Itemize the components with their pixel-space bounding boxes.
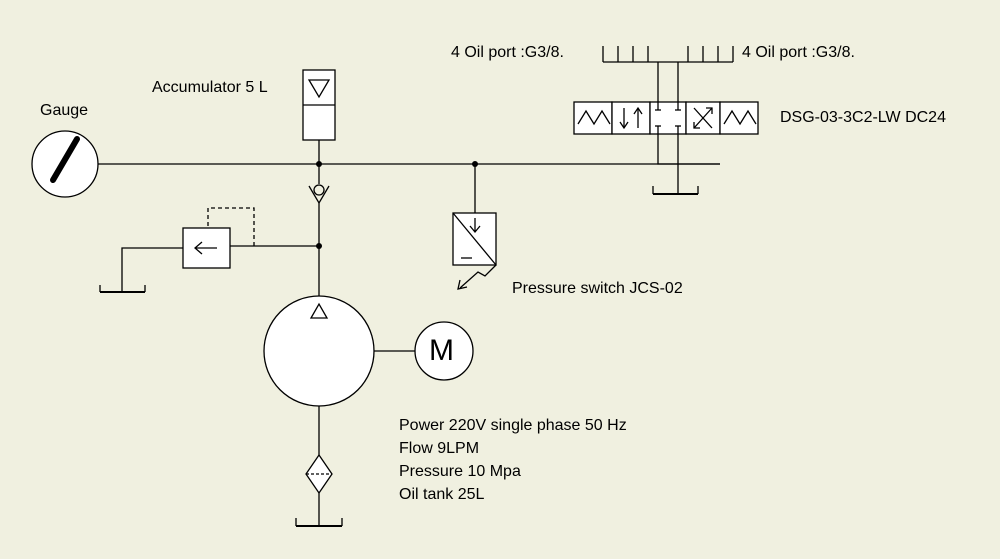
check-valve-symbol	[308, 164, 330, 296]
directional-valve-symbol	[573, 101, 759, 135]
relief-valve-symbol	[99, 207, 319, 293]
pressure-switch-symbol	[452, 164, 497, 290]
pump-symbol	[263, 295, 415, 407]
oil-port-right-label: 4 Oil port :G3/8.	[742, 44, 855, 61]
gauge-symbol	[31, 130, 720, 198]
spec-flow: Flow 9LPM	[399, 440, 480, 457]
spec-oil-tank: Oil tank 25L	[399, 486, 485, 503]
valve-label: DSG-03-3C2-LW DC24	[780, 109, 946, 126]
motor-label: M	[429, 334, 454, 367]
accumulator-symbol	[302, 69, 336, 164]
pressure-switch-label: Pressure switch JCS-02	[512, 280, 683, 297]
gauge-label: Gauge	[40, 102, 89, 119]
suction-filter-symbol	[295, 406, 343, 527]
accumulator-label: Accumulator 5 L	[152, 79, 268, 96]
spec-power: Power 220V single phase 50 Hz	[399, 417, 627, 434]
spec-pressure: Pressure 10 Mpa	[399, 463, 521, 480]
oil-ports-symbol	[602, 46, 734, 63]
oil-port-left-label: 4 Oil port :G3/8.	[451, 44, 564, 61]
motor-symbol	[414, 321, 474, 381]
valve-piping	[652, 62, 720, 195]
specs-block: Power 220V single phase 50 Hz Flow 9LPM …	[399, 414, 627, 506]
